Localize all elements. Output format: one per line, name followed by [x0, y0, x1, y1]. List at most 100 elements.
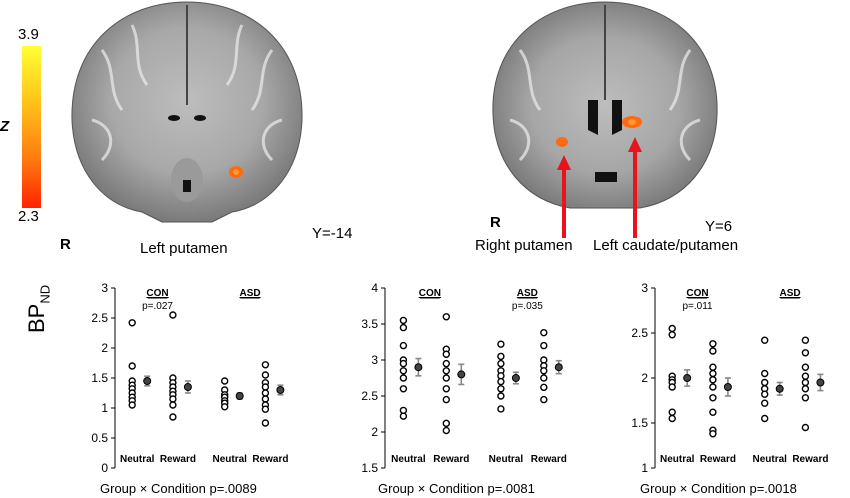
- y-tick-label: 1.5: [91, 371, 108, 385]
- data-point: [399, 323, 408, 332]
- data-point: [668, 331, 676, 339]
- data-point: [540, 367, 548, 375]
- data-point: [497, 359, 505, 368]
- data-point: [261, 395, 270, 403]
- data-point: [709, 408, 717, 416]
- data-point: [442, 385, 451, 393]
- data-point: [261, 419, 270, 427]
- data-point: [540, 341, 548, 350]
- p-value-annotation: p=.035: [512, 301, 543, 312]
- y-tick-label: 2.5: [361, 389, 378, 403]
- category-label: Neutral: [489, 454, 524, 465]
- data-point: [540, 395, 548, 404]
- data-point: [668, 408, 676, 416]
- data-point: [442, 350, 451, 358]
- group-label: CON: [146, 288, 168, 299]
- y-tick-label: 1: [641, 461, 648, 475]
- data-point: [169, 401, 177, 409]
- mean-point: [457, 370, 466, 379]
- y-tick-label: 1.5: [361, 461, 378, 475]
- data-point: [801, 349, 810, 357]
- data-point: [497, 340, 505, 348]
- colorbar-max-label: 3.9: [18, 26, 39, 43]
- y-tick-label: 2: [641, 371, 648, 385]
- mean-point: [276, 386, 285, 394]
- y-axis-label-sub: ND: [37, 284, 53, 304]
- mean-point: [816, 378, 825, 387]
- data-point: [760, 378, 769, 387]
- data-point: [399, 412, 408, 420]
- data-point: [399, 316, 408, 325]
- data-point: [169, 413, 177, 421]
- category-label: Reward: [252, 454, 288, 465]
- y-axis-label-main: BP: [24, 303, 49, 333]
- data-point: [399, 374, 408, 382]
- mean-point: [143, 377, 152, 385]
- data-point: [668, 383, 676, 391]
- category-label: Reward: [433, 454, 469, 465]
- data-point: [261, 389, 270, 397]
- data-point: [668, 324, 676, 333]
- data-point: [709, 340, 717, 348]
- data-point: [760, 390, 769, 398]
- category-label: Neutral: [752, 454, 787, 465]
- mean-point: [235, 392, 244, 400]
- y-tick-label: 0.5: [91, 431, 108, 445]
- data-point: [801, 378, 810, 387]
- data-point: [760, 336, 769, 344]
- data-point: [399, 367, 408, 375]
- data-point: [540, 374, 548, 382]
- data-point: [801, 385, 810, 393]
- colorbar-axis-label: Z: [0, 118, 10, 135]
- data-point: [760, 369, 769, 378]
- data-point: [801, 336, 810, 344]
- data-point: [442, 374, 451, 382]
- y-tick-label: 1: [101, 401, 108, 415]
- footer-2: Group × Condition p=.0081: [378, 481, 535, 496]
- data-point: [442, 426, 451, 435]
- data-point: [497, 377, 505, 386]
- p-value-annotation: p=.027: [142, 301, 173, 312]
- y-tick-label: 3.5: [361, 317, 378, 331]
- right-brain-image: [485, 0, 725, 215]
- y-tick-label: 4: [371, 281, 378, 295]
- y-tick-label: 3: [641, 281, 648, 295]
- footer-3: Group × Condition p=.0018: [640, 481, 797, 496]
- data-point: [497, 352, 505, 361]
- y-tick-label: 3: [371, 353, 378, 367]
- right-brain-coord: Y=6: [705, 218, 733, 235]
- data-point: [442, 313, 451, 321]
- p-value-annotation: p=.011: [682, 301, 713, 312]
- group-label: ASD: [517, 288, 538, 299]
- category-label: Neutral: [391, 454, 426, 465]
- data-point: [128, 362, 136, 370]
- left-brain-image: [62, 0, 312, 230]
- data-point: [261, 361, 270, 369]
- y-tick-label: 2: [101, 341, 108, 355]
- y-tick-label: 2.5: [91, 311, 108, 325]
- group-label: CON: [419, 288, 441, 299]
- left-brain-region: Left putamen: [140, 240, 228, 257]
- category-label: Reward: [160, 454, 196, 465]
- y-tick-label: 2: [371, 425, 378, 439]
- data-point: [709, 394, 717, 402]
- colorbar-min-label: 2.3: [18, 208, 39, 225]
- data-point: [709, 363, 717, 371]
- data-point: [709, 347, 717, 355]
- mean-point: [723, 383, 732, 391]
- mean-point: [183, 383, 192, 391]
- data-point: [709, 430, 717, 438]
- data-point: [220, 377, 229, 385]
- y-tick-label: 1.5: [631, 416, 648, 430]
- data-point: [540, 328, 548, 337]
- category-label: Neutral: [212, 454, 247, 465]
- group-label: CON: [686, 288, 708, 299]
- left-brain-orientation: R: [60, 236, 71, 253]
- data-point: [760, 414, 769, 423]
- group-label: ASD: [239, 288, 260, 299]
- y-axis-label: BPND: [24, 285, 52, 333]
- colorbar: [22, 46, 41, 208]
